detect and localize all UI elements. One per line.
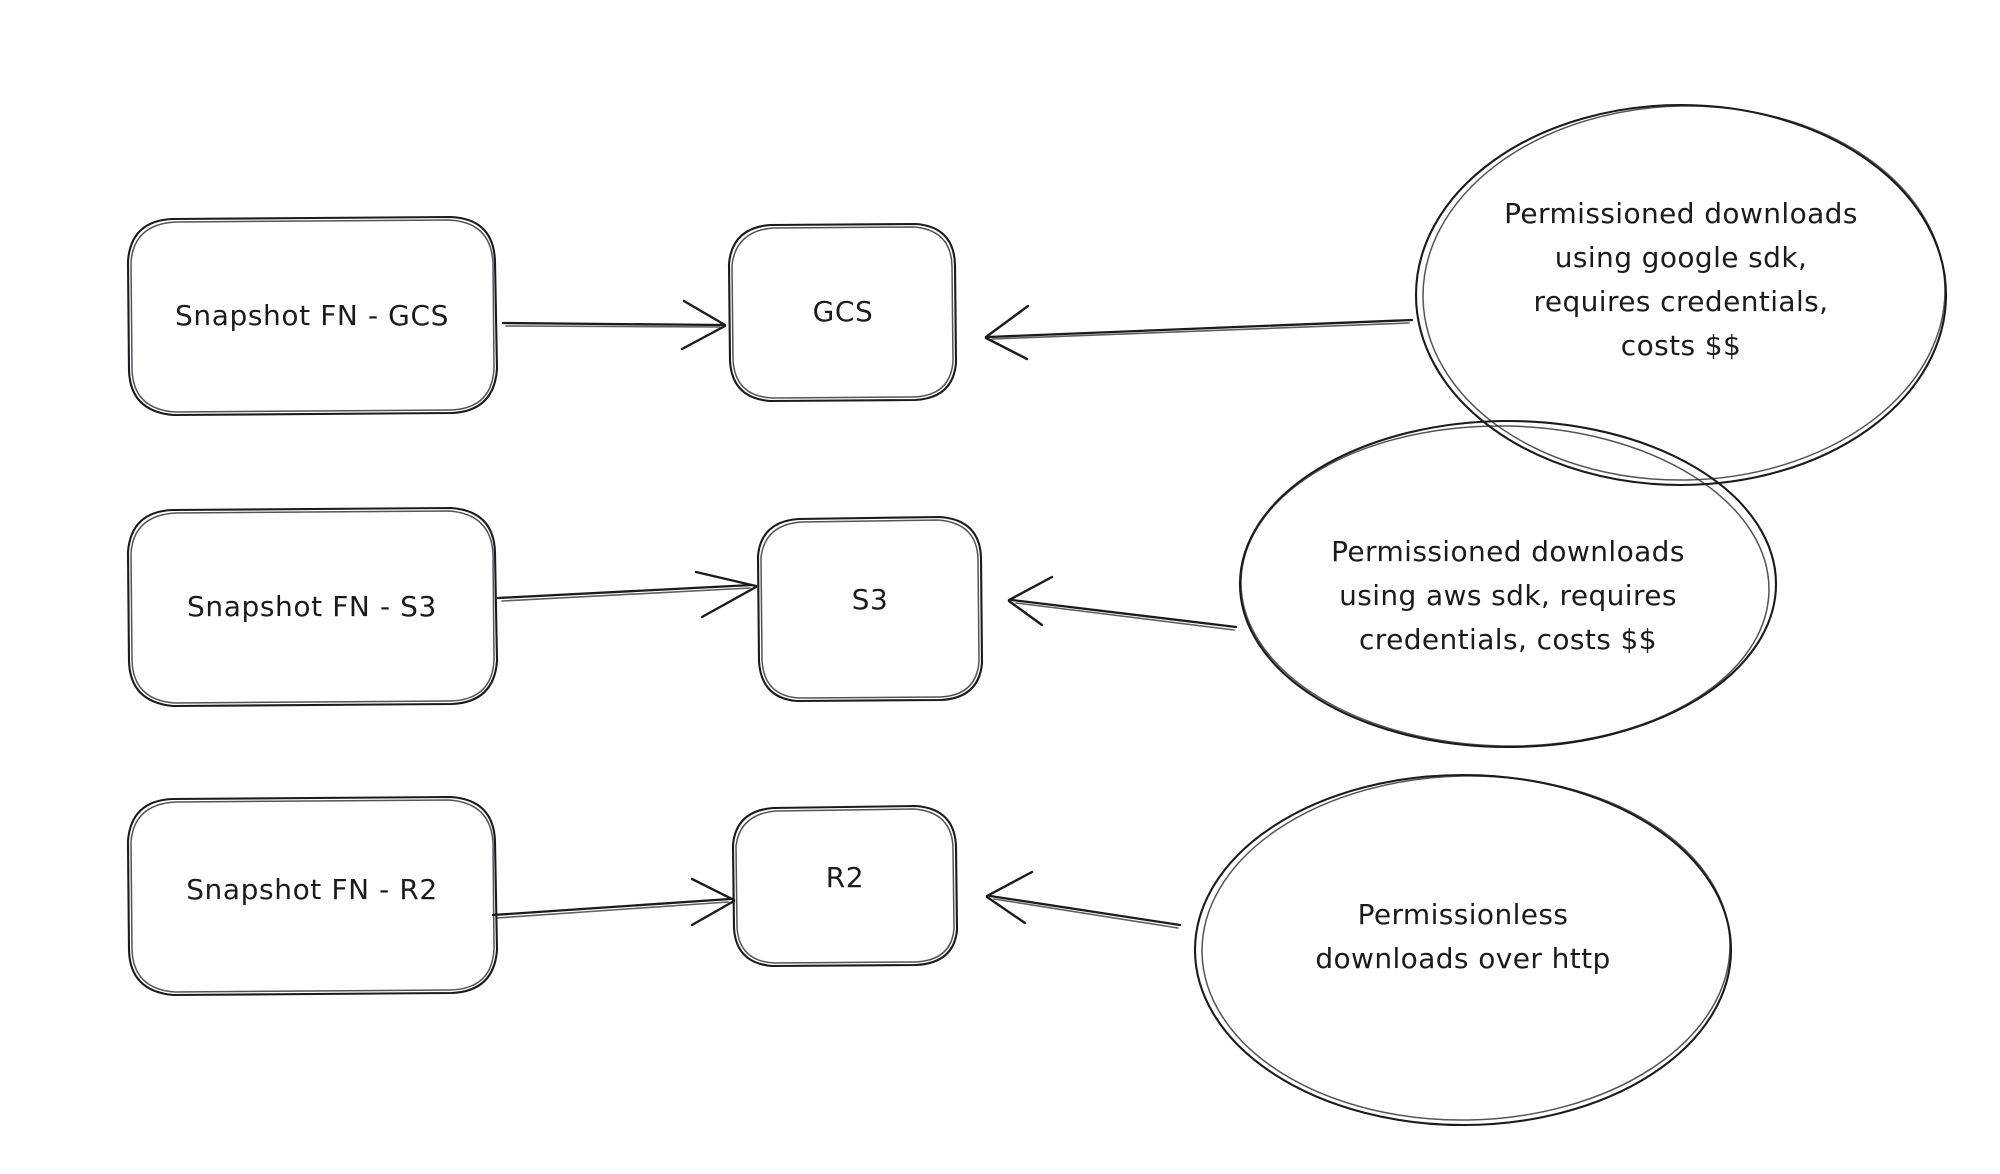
note-gcs-line-2: using google sdk, — [1555, 241, 1808, 274]
note-r2-line-1: Permissionless — [1358, 898, 1569, 931]
node-label-gcs: GCS — [813, 295, 874, 328]
node-label-s3: S3 — [852, 583, 889, 616]
row-gcs: Snapshot FN - GCS GCS — [126, 101, 1949, 487]
node-snapshot-fn-s3[interactable]: Snapshot FN - S3 — [126, 506, 499, 708]
row-s3: Snapshot FN - S3 S3 — [126, 419, 1778, 751]
node-label-snapshot-fn-s3: Snapshot FN - S3 — [187, 590, 437, 623]
note-s3-line-2: using aws sdk, requires — [1339, 579, 1677, 612]
node-snapshot-fn-r2[interactable]: Snapshot FN - R2 — [126, 795, 499, 997]
edge-note-gcs-to-gcs — [984, 304, 1414, 361]
node-label-snapshot-fn-r2: Snapshot FN - R2 — [186, 873, 438, 906]
edge-note-s3-to-s3 — [1007, 575, 1238, 631]
edge-snapshot-fn-gcs-to-gcs — [501, 299, 727, 351]
row-r2: Snapshot FN - R2 R2 — [126, 771, 1733, 1127]
note-s3-line-1: Permissioned downloads — [1331, 535, 1685, 568]
node-s3[interactable]: S3 — [756, 515, 984, 703]
node-snapshot-fn-gcs[interactable]: Snapshot FN - GCS — [126, 215, 499, 417]
node-label-snapshot-fn-gcs: Snapshot FN - GCS — [175, 299, 449, 332]
node-gcs[interactable]: GCS — [727, 222, 958, 403]
note-r2[interactable]: Permissionless downloads over http — [1193, 771, 1733, 1127]
edge-note-r2-to-r2 — [985, 870, 1182, 929]
note-r2-line-2: downloads over http — [1315, 942, 1610, 975]
note-s3[interactable]: Permissioned downloads using aws sdk, re… — [1238, 419, 1778, 751]
note-gcs-line-4: costs $$ — [1621, 329, 1741, 362]
edge-snapshot-fn-s3-to-s3 — [496, 570, 758, 619]
note-gcs-line-1: Permissioned downloads — [1504, 197, 1858, 230]
edge-snapshot-fn-r2-to-r2 — [491, 877, 736, 927]
node-r2[interactable]: R2 — [731, 804, 959, 968]
note-s3-line-3: credentials, costs $$ — [1359, 623, 1657, 656]
node-label-r2: R2 — [826, 861, 864, 894]
note-gcs-line-3: requires credentials, — [1534, 285, 1829, 318]
note-gcs[interactable]: Permissioned downloads using google sdk,… — [1414, 101, 1949, 487]
